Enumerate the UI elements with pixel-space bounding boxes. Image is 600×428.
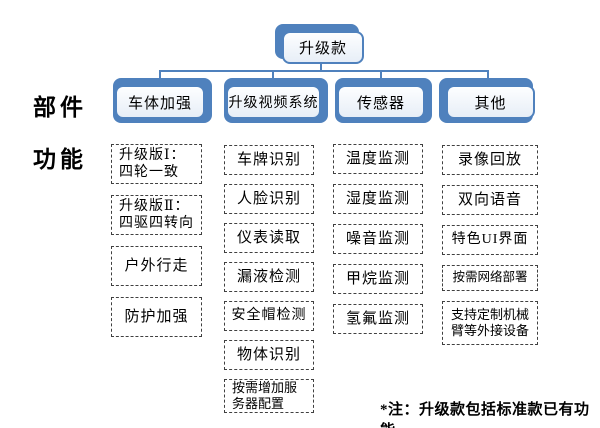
branch-node-others: 其他 [439,78,535,123]
connector-root-stub [320,62,322,71]
feature-box: 户外行走 [111,246,202,286]
feature-box: 防护加强 [111,297,202,337]
feature-box: 支持定制机械 臂等外接设备 [442,301,538,345]
branch-node-label: 传感器 [337,85,425,119]
feature-box: 按需网络部署 [442,265,538,291]
branch-node-video-system: 升级视频系统 [224,78,328,123]
feature-box: 氢氟监测 [333,304,423,334]
feature-box: 人脸识别 [224,184,314,214]
feature-box: 噪音监测 [333,224,423,254]
branch-node-label: 升级视频系统 [226,85,321,119]
feature-box: 湿度监测 [333,184,423,214]
feature-column-video-system: 车牌识别 人脸识别 仪表读取 漏液检测 安全帽检测 物体识别 按需增加服 务器配… [224,145,314,413]
connector-drop-4 [487,71,489,79]
connector-drop-2 [272,71,274,79]
row-label-functions: 功能 [33,147,87,172]
feature-box: 按需增加服 务器配置 [224,379,314,413]
feature-column-others: 录像回放 双向语音 特色UI界面 按需网络部署 支持定制机械 臂等外接设备 [442,145,538,355]
feature-column-body-reinforcement: 升级版Ⅰ： 四轮一致 升级版Ⅱ： 四驱四转向 户外行走 防护加强 [111,144,202,348]
feature-box: 升级版Ⅱ： 四驱四转向 [111,195,202,235]
feature-column-sensors: 温度监测 湿度监测 噪音监测 甲烷监测 氢氟监测 [333,144,423,344]
connector-drop-3 [380,71,382,79]
branch-node-sensors: 传感器 [335,78,432,123]
feature-box: 仪表读取 [224,223,314,253]
feature-box: 车牌识别 [224,145,314,175]
row-label-components: 部件 [33,95,87,120]
root-node-label: 升级款 [282,31,364,64]
feature-box: 双向语音 [442,185,538,215]
connector-horizontal [159,70,489,72]
footnote: *注：升级款包括标准款已有功能 [380,402,590,428]
feature-box: 录像回放 [442,145,538,175]
feature-box: 甲烷监测 [333,264,423,294]
feature-box: 物体识别 [224,340,314,370]
connector-drop-1 [159,71,161,79]
branch-node-label: 其他 [446,85,535,119]
branch-node-body-reinforcement: 车体加强 [113,78,212,123]
feature-box: 温度监测 [333,144,423,174]
branch-node-label: 车体加强 [115,85,205,119]
feature-box: 特色UI界面 [442,225,538,255]
feature-box: 升级版Ⅰ： 四轮一致 [111,144,202,184]
feature-box: 安全帽检测 [224,301,314,331]
root-node: 升级款 [275,24,364,64]
feature-box: 漏液检测 [224,262,314,292]
